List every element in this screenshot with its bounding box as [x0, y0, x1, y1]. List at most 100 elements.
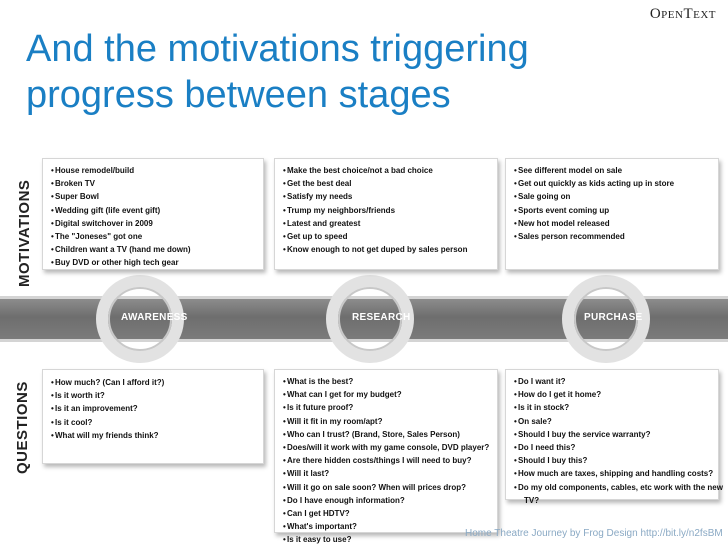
list-item: •Will it last? — [283, 467, 497, 480]
list-item: •Is it future proof? — [283, 401, 497, 414]
list-item-text: Get the best deal — [287, 179, 352, 189]
bullet-icon: • — [51, 179, 54, 189]
list-item: •Sales person recommended — [514, 230, 718, 243]
list-item-text: Buy DVD or other high tech gear — [55, 258, 179, 268]
list-item-text: Do I want it? — [518, 377, 566, 386]
list-item: •Buy DVD or other high tech gear — [51, 256, 263, 269]
list-item: •Broken TV — [51, 177, 263, 190]
list-item-text: Super Bowl — [55, 192, 100, 202]
bullet-icon: • — [514, 482, 517, 492]
list-item: •Will it fit in my room/apt? — [283, 415, 497, 428]
list-item-text: Are there hidden costs/things I will nee… — [287, 456, 472, 466]
list-item: •Will it go on sale soon? When will pric… — [283, 481, 497, 494]
list-item-text: Know enough to not get duped by sales pe… — [287, 245, 468, 255]
list-item: •Get out quickly as kids acting up in st… — [514, 177, 718, 190]
bullet-icon: • — [283, 166, 286, 175]
list-item: •Is it cool? — [51, 416, 263, 429]
slide-title: And the motivations triggering progress … — [26, 26, 586, 118]
row-label-questions: QUESTIONS — [14, 381, 31, 474]
list-item: •Get the best deal — [283, 177, 497, 190]
list-item-text: Sales person recommended — [518, 232, 625, 242]
bullet-icon: • — [283, 509, 286, 519]
bullet-icon: • — [51, 218, 54, 228]
list-item-text: What is the best? — [287, 377, 354, 386]
bullet-icon: • — [283, 232, 286, 242]
bullet-icon: • — [514, 218, 517, 228]
list-item-text: See different model on sale — [518, 166, 623, 175]
motivations-list-awareness: •House remodel/build•Broken TV•Super Bow… — [51, 164, 263, 270]
list-item: •Do I have enough information? — [283, 494, 497, 507]
bullet-icon: • — [51, 245, 54, 255]
list-item: •Children want a TV (hand me down) — [51, 243, 263, 256]
list-item: •The "Joneses" got one — [51, 230, 263, 243]
slide-title-line-1: And the motivations triggering — [26, 28, 529, 70]
stage-label-research: RESEARCH — [352, 312, 411, 323]
list-item-text: What's important? — [287, 522, 357, 532]
bullet-icon: • — [514, 390, 517, 400]
motivations-list-purchase: •See different model on sale•Get out qui… — [514, 164, 718, 243]
list-item-text: Make the best choice/not a bad choice — [287, 166, 433, 175]
list-item-text: What can I get for my budget? — [287, 390, 402, 400]
opentext-logo: OpenText — [649, 6, 716, 22]
list-item-text: Is it worth it? — [55, 391, 105, 401]
bullet-icon: • — [283, 535, 286, 545]
stage-ring-inner — [338, 287, 402, 351]
list-item-text: Digital switchover in 2009 — [55, 218, 153, 228]
source-caption: Home Theatre Journey by Frog Design http… — [465, 528, 723, 539]
list-item: •Who can I trust? (Brand, Store, Sales P… — [283, 428, 497, 441]
bullet-icon: • — [283, 482, 286, 492]
bullet-icon: • — [514, 377, 517, 386]
list-item-text: Is it future proof? — [287, 403, 354, 413]
list-item-text: Will it go on sale soon? When will price… — [287, 482, 467, 492]
list-item: •What's important? — [283, 520, 497, 533]
bullet-icon: • — [51, 205, 54, 215]
bullet-icon: • — [51, 166, 54, 175]
motivations-box-awareness: •House remodel/build•Broken TV•Super Bow… — [42, 158, 264, 270]
list-item-text: How do I get it home? — [518, 390, 602, 400]
list-item-text: TV? — [524, 495, 540, 505]
bullet-icon: • — [283, 192, 286, 202]
bullet-icon: • — [51, 192, 54, 202]
bullet-icon: • — [51, 232, 54, 242]
bullet-icon: • — [51, 417, 54, 427]
bullet-icon: • — [283, 377, 286, 386]
bullet-icon: • — [51, 378, 54, 387]
list-item: •Make the best choice/not a bad choice — [283, 164, 497, 177]
list-item: •How do I get it home? — [514, 388, 718, 401]
list-item: •Do my old components, cables, etc work … — [514, 481, 723, 494]
list-item-text: Is it cool? — [55, 417, 93, 427]
list-item: •New hot model released — [514, 217, 718, 230]
list-item-text: Does/will it work with my game console, … — [287, 443, 490, 453]
list-item: •House remodel/build — [51, 164, 263, 177]
list-item: •Should I buy the service warranty? — [514, 428, 718, 441]
bullet-icon: • — [514, 179, 517, 189]
bullet-icon: • — [283, 522, 286, 532]
list-item-text: How much are taxes, shipping and handlin… — [518, 469, 714, 479]
bullet-icon: • — [514, 469, 517, 479]
list-item-text: Do I need this? — [518, 443, 576, 453]
list-item: •Is it in stock? — [514, 401, 718, 414]
list-item-text: Do my old components, cables, etc work w… — [518, 482, 723, 492]
list-item-text: Will it last? — [287, 469, 330, 479]
bullet-icon: • — [514, 166, 517, 175]
bullet-icon: • — [51, 391, 54, 401]
list-item: •Get up to speed — [283, 230, 497, 243]
list-item-text: Satisfy my needs — [287, 192, 353, 202]
list-item-text: Get up to speed — [287, 232, 348, 242]
list-item: TV? — [514, 494, 718, 507]
list-item-text: The "Joneses" got one — [55, 232, 143, 242]
stage-label-awareness: AWARENESS — [121, 312, 188, 323]
list-item: •See different model on sale — [514, 164, 718, 177]
bullet-icon: • — [283, 205, 286, 215]
list-item: •What is the best? — [283, 375, 497, 388]
bullet-icon: • — [514, 416, 517, 426]
bullet-icon: • — [283, 456, 286, 466]
bullet-icon: • — [514, 232, 517, 242]
list-item: •Is it an improvement? — [51, 402, 263, 415]
list-item: •Wedding gift (life event gift) — [51, 204, 263, 217]
list-item-text: Broken TV — [55, 179, 96, 189]
bullet-icon: • — [51, 404, 54, 414]
list-item: •Can I get HDTV? — [283, 507, 497, 520]
list-item-text: Who can I trust? (Brand, Store, Sales Pe… — [287, 429, 460, 439]
bullet-icon: • — [514, 429, 517, 439]
